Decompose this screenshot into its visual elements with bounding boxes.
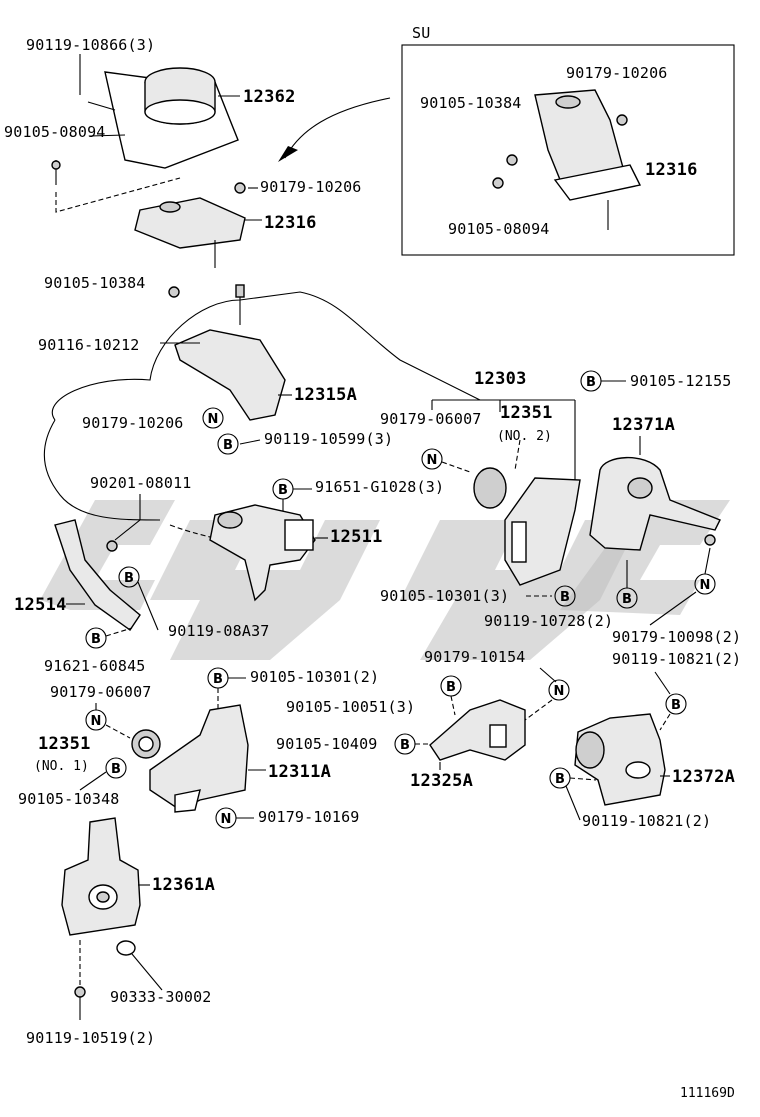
marker-b <box>217 433 239 455</box>
bracket-12311A <box>149 704 249 813</box>
label-90116-10212: 90116-10212 <box>38 336 140 354</box>
svg-text:B: B <box>91 632 101 647</box>
label-90119-10821-b: 90119-10821(2) <box>582 812 711 830</box>
label-12362: 12362 <box>243 87 296 107</box>
label-12371A: 12371A <box>612 415 675 435</box>
label-12303: 12303 <box>474 369 527 389</box>
label-91621-60845: 91621-60845 <box>44 657 146 675</box>
label-90201-08011: 90201-08011 <box>90 474 192 492</box>
label-12315A: 12315A <box>294 385 357 405</box>
label-90119-10728: 90119-10728(2) <box>484 612 613 630</box>
mount-12361A <box>61 817 141 936</box>
marker-b <box>554 585 576 607</box>
marker-b <box>85 627 107 649</box>
label-12361A: 12361A <box>152 875 215 895</box>
label-12511: 12511 <box>330 527 383 547</box>
label-12311A: 12311A <box>268 762 331 782</box>
label-90105-08094: 90105-08094 <box>4 123 106 141</box>
su-box: SU 90179-10206 90105-10384 12316 90105-0… <box>278 24 735 256</box>
bushing-12351-no1 <box>131 729 161 759</box>
label-12372A: 12372A <box>672 767 735 787</box>
svg-text:N: N <box>427 453 438 468</box>
svg-text:B: B <box>124 571 134 586</box>
label-90179-06007-a: 90179-06007 <box>380 410 482 428</box>
label-90119-10821-a: 90119-10821(2) <box>612 650 741 668</box>
label-90105-10051: 90105-10051(3) <box>286 698 415 716</box>
label-12351-no1-sub: (NO. 1) <box>34 759 89 774</box>
marker-n <box>202 407 224 429</box>
su-bracket <box>534 89 642 230</box>
label-90179-10169: 90179-10169 <box>258 808 360 826</box>
label-12514: 12514 <box>14 595 67 615</box>
svg-text:B: B <box>278 483 288 498</box>
svg-text:B: B <box>111 762 121 777</box>
svg-text:B: B <box>622 592 632 607</box>
bracket-12316 <box>134 197 246 268</box>
watermark <box>40 500 730 660</box>
marker-b <box>105 757 127 779</box>
label-90179-10206-a: 90179-10206 <box>260 178 362 196</box>
su-label-bolt-b: 90105-10384 <box>420 94 522 112</box>
su-arrow <box>284 97 391 159</box>
label-90105-10348: 90105-10348 <box>18 790 120 808</box>
svg-text:B: B <box>446 680 456 695</box>
marker-b <box>665 693 687 715</box>
marker-b <box>118 566 140 588</box>
svg-text:B: B <box>671 698 681 713</box>
label-90179-10206-b: 90179-10206 <box>82 414 184 432</box>
su-label-bolt-c: 90105-08094 <box>448 220 550 238</box>
label-91651-G1028: 91651-G1028(3) <box>315 478 444 496</box>
svg-text:B: B <box>586 375 596 390</box>
svg-text:N: N <box>700 578 711 593</box>
bracket-12514 <box>54 519 141 631</box>
svg-text:N: N <box>554 684 565 699</box>
label-90179-10154: 90179-10154 <box>424 648 526 666</box>
svg-text:N: N <box>91 714 102 729</box>
bracket-12303 <box>473 467 581 586</box>
su-label-bolt-a: 90179-10206 <box>566 64 668 82</box>
label-12325A: 12325A <box>410 771 473 791</box>
part-12511 <box>209 504 316 602</box>
bracket-12315A <box>174 284 286 421</box>
svg-text:B: B <box>223 438 233 453</box>
label-90119-10866: 90119-10866(3) <box>26 36 155 54</box>
label-12351-no1: 12351 <box>38 734 91 754</box>
label-90333-30002: 90333-30002 <box>110 988 212 1006</box>
label-90105-12155: 90105-12155 <box>630 372 732 390</box>
label-12351-no2-sub: (NO. 2) <box>497 429 552 444</box>
label-90119-10599: 90119-10599(3) <box>264 430 393 448</box>
label-90105-10409: 90105-10409 <box>276 735 378 753</box>
su-title: SU <box>412 24 430 42</box>
svg-text:B: B <box>400 738 410 753</box>
label-90105-10384: 90105-10384 <box>44 274 146 292</box>
label-90105-10301-b: 90105-10301(2) <box>250 668 379 686</box>
label-90179-06007-b: 90179-06007 <box>50 683 152 701</box>
mount-12371A <box>589 456 721 551</box>
marker-n <box>421 448 443 470</box>
label-12316: 12316 <box>264 213 317 233</box>
bracket-12325A <box>429 699 526 761</box>
svg-text:B: B <box>555 772 565 787</box>
svg-text:B: B <box>213 672 223 687</box>
svg-text:N: N <box>208 412 219 427</box>
figure-code: 111169D <box>680 1086 735 1101</box>
label-90119-10519: 90119-10519(2) <box>26 1029 155 1047</box>
label-90179-10098: 90179-10098(2) <box>612 628 741 646</box>
label-12351-no2: 12351 <box>500 403 553 423</box>
label-90105-10301-a: 90105-10301(3) <box>380 587 509 605</box>
su-label-bracket: 12316 <box>645 160 698 180</box>
mount-12372A <box>574 713 666 806</box>
mount-12362 <box>104 67 239 169</box>
marker-n <box>548 679 570 701</box>
label-90119-08A37: 90119-08A37 <box>168 622 270 640</box>
svg-text:B: B <box>560 590 570 605</box>
svg-text:N: N <box>221 812 232 827</box>
